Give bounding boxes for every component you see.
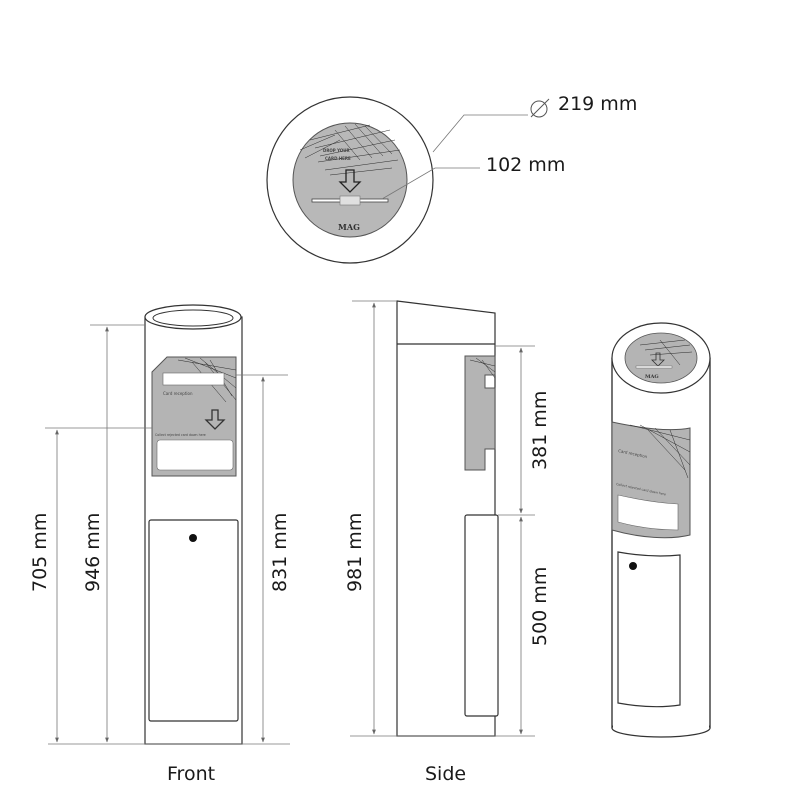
perspective-lock bbox=[629, 562, 637, 570]
perspective-card-reception: Card reception bbox=[618, 448, 648, 459]
side-info-panel bbox=[464, 355, 496, 471]
hand-arrow-icon bbox=[338, 169, 362, 193]
diameter-symbol bbox=[530, 98, 550, 118]
dim-981: 981 mm bbox=[344, 513, 366, 592]
perspective-brand: MAG bbox=[645, 374, 659, 380]
front-door bbox=[148, 519, 239, 722]
top-hatch-pattern bbox=[299, 123, 401, 176]
front-view-label: Front bbox=[167, 763, 215, 785]
side-door bbox=[464, 514, 499, 717]
dim-381: 381 mm bbox=[529, 391, 551, 470]
front-card-reception-text: Card reception bbox=[163, 391, 193, 396]
front-view: Card reception Collect rejected card dow… bbox=[29, 304, 291, 785]
top-view: DROP YOUR CARD HERE MAG 219 mm 102 mm bbox=[266, 93, 637, 264]
front-lock bbox=[189, 534, 197, 542]
perspective-door bbox=[617, 551, 681, 708]
side-view-label: Side bbox=[425, 763, 466, 785]
top-label-line1: DROP YOUR bbox=[323, 148, 350, 153]
dim-946: 946 mm bbox=[82, 513, 104, 592]
slot-width-label: 102 mm bbox=[486, 154, 565, 176]
dim-705: 705 mm bbox=[29, 513, 51, 592]
front-down-arrow-icon bbox=[204, 409, 226, 430]
side-view: 981 mm 381 mm 500 mm Side bbox=[344, 300, 551, 785]
dim-831: 831 mm bbox=[269, 513, 291, 592]
diameter-label: 219 mm bbox=[558, 93, 637, 115]
top-label-line2: CARD HERE bbox=[325, 156, 351, 161]
brand-logo: MAG bbox=[338, 222, 360, 232]
perspective-view: MAG Card reception Collect rejected card… bbox=[611, 322, 711, 738]
card-slot bbox=[311, 195, 389, 206]
front-collect-card-text: Collect rejected card down here bbox=[155, 433, 206, 437]
dim-500: 500 mm bbox=[529, 567, 551, 646]
